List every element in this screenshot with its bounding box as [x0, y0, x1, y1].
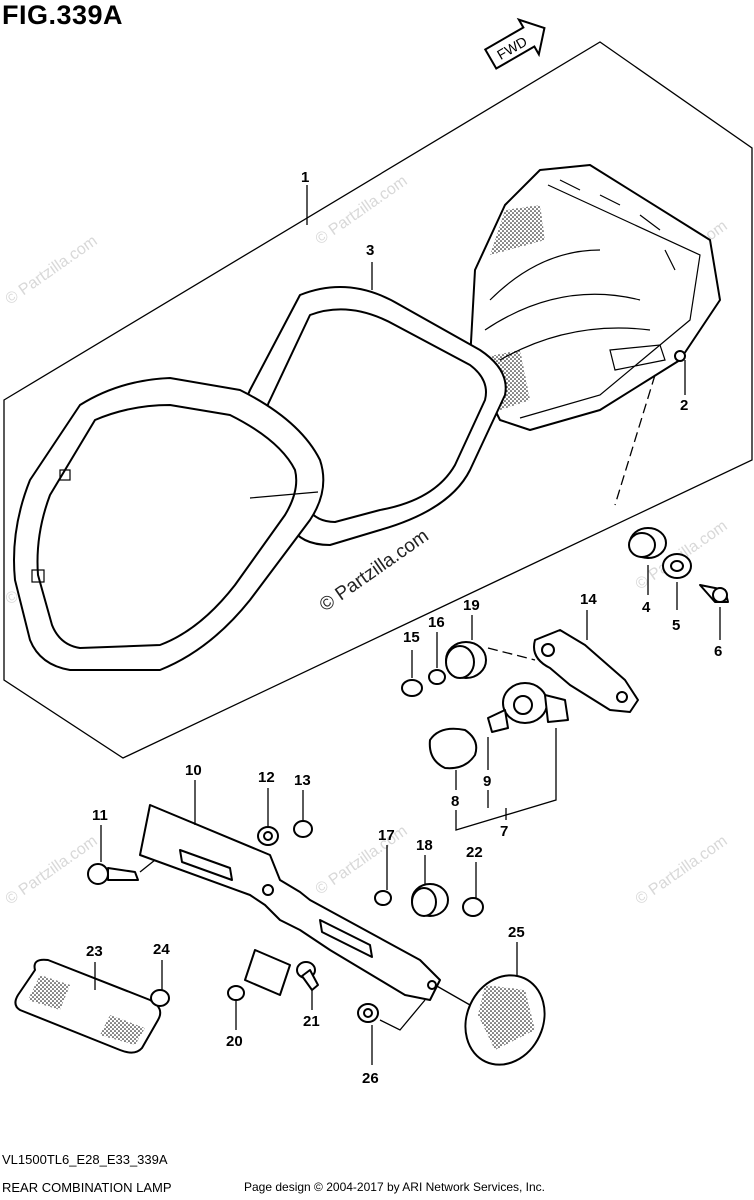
callout-22: 22: [466, 844, 483, 861]
callout-4: 4: [642, 599, 651, 616]
callout-26: 26: [362, 1070, 379, 1087]
reflector-23: [14, 958, 162, 1054]
callout-14: 14: [580, 591, 597, 608]
washer-5: [662, 553, 692, 610]
washer-12: [257, 788, 279, 846]
bulb-cover-8: [428, 727, 478, 790]
bolt-11: [87, 825, 156, 885]
part-name: REAR COMBINATION LAMP: [2, 1180, 172, 1195]
fwd-arrow-icon: FWD: [483, 17, 546, 70]
callout-7: 7: [500, 823, 508, 840]
callout-2: 2: [680, 397, 688, 414]
copyright-notice: Page design © 2004-2017 by ARI Network S…: [244, 1180, 546, 1194]
callout-1: 1: [301, 169, 309, 186]
screw-2: [674, 350, 686, 362]
callout-19: 19: [463, 597, 480, 614]
model-code: VL1500TL6_E28_E33_339A: [2, 1152, 168, 1167]
callout-23: 23: [86, 943, 103, 960]
figure-title: FIG.339A: [2, 0, 124, 30]
bracket-10: [139, 780, 441, 1001]
lamp-housing: [469, 164, 721, 431]
watermark-text: © Partzilla.com: [313, 173, 411, 249]
nut-13: [293, 790, 313, 838]
callout-16: 16: [428, 614, 445, 631]
callout-21: 21: [303, 1013, 320, 1030]
callout-6: 6: [714, 643, 722, 660]
callout-18: 18: [416, 837, 433, 854]
callout-20: 20: [226, 1033, 243, 1050]
spacer-17: [374, 845, 392, 906]
lamp-socket: [487, 682, 569, 733]
grommet-18: [411, 855, 449, 917]
watermark-text: © Partzilla.com: [313, 823, 411, 899]
callout-11: 11: [92, 807, 108, 824]
callout-25: 25: [508, 924, 525, 941]
bolt-21: [296, 961, 319, 1010]
callout-24: 24: [153, 941, 170, 958]
nut-15: [401, 650, 423, 697]
callout-12: 12: [258, 769, 275, 786]
lamp-cover: [13, 377, 325, 671]
nut-24: [150, 960, 170, 1007]
callout-5: 5: [672, 617, 680, 634]
assembly-line: [614, 374, 656, 506]
nut-22: [462, 862, 484, 917]
spacer-16: [428, 632, 446, 685]
nut-26: [357, 999, 426, 1065]
callout-10: 10: [185, 762, 202, 779]
watermark-text: © Partzilla.com: [3, 833, 101, 909]
screw-6: [699, 584, 729, 640]
bolt-20: [227, 985, 245, 1030]
bracket-14: [533, 610, 639, 713]
watermark-text: © Partzilla.com: [633, 833, 731, 909]
callout-13: 13: [294, 772, 311, 789]
assembly-line: [487, 647, 536, 661]
reflector-25: [434, 942, 546, 1066]
callout-3: 3: [366, 242, 374, 259]
callout-15: 15: [403, 629, 420, 646]
callout-9: 9: [483, 773, 491, 790]
grommet-19: [445, 615, 487, 679]
callout-8: 8: [451, 793, 459, 810]
watermark-text: © Partzilla.com: [3, 233, 101, 309]
callout-17: 17: [378, 827, 395, 844]
grommet-4: [628, 527, 667, 595]
assembly-frame: [3, 41, 753, 759]
